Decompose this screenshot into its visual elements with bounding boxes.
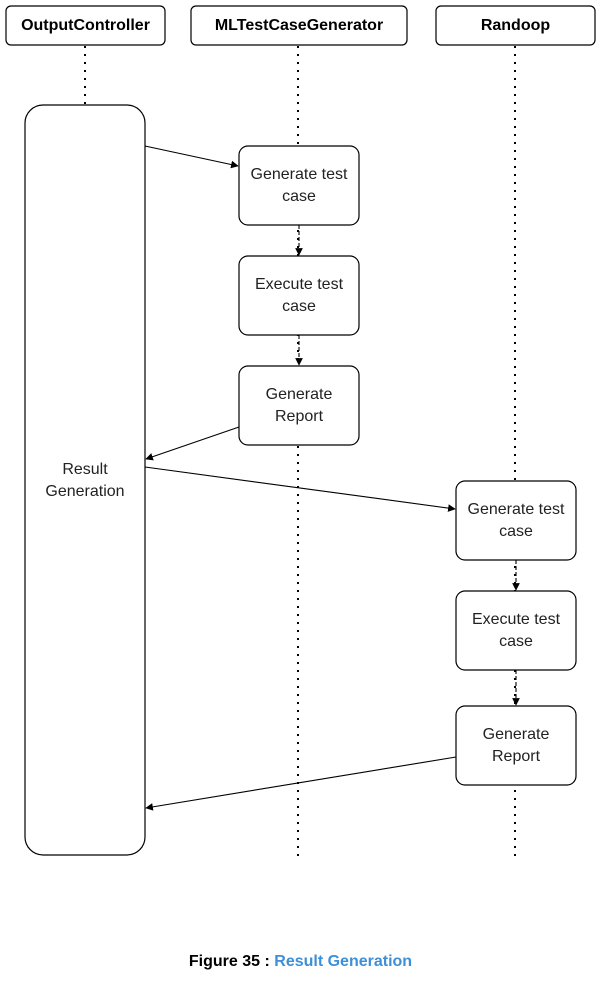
lifeline-header-randoop: Randoop [435, 5, 596, 46]
randoop-step-generate-report: Generate Report [455, 705, 577, 786]
randoop-step-execute-test-case: Execute test case [455, 590, 577, 671]
arrow-ml-report-to-output [145, 426, 240, 461]
step-label-line2: case [282, 188, 316, 205]
ml-step-generate-report: Generate Report [238, 365, 360, 446]
arrow-to-randoop-generate [144, 466, 456, 512]
ml-step-generate-test-case: Generate test case [238, 145, 360, 226]
activation-label-line2: Generation [45, 483, 124, 500]
lifeline-header-output-controller: OutputController [5, 5, 166, 46]
step-label-line2: case [499, 523, 533, 540]
arrow-randoop-report-to-output [145, 756, 457, 811]
step-label-line1: Generate [266, 386, 333, 403]
figure-caption: Figure 35 : Result Generation [0, 953, 601, 971]
lifeline-label: OutputController [21, 17, 150, 34]
caption-prefix: Figure 35 : [188, 953, 275, 970]
lifeline-header-ml-test-case-generator: MLTestCaseGenerator [190, 5, 408, 46]
step-label-line1: Execute test [255, 276, 344, 293]
step-label-line2: Report [492, 748, 541, 765]
step-label-line1: Generate test [468, 501, 566, 518]
activation-label-line1: Result [62, 461, 108, 478]
step-label-line2: case [282, 298, 316, 315]
lifeline-label: Randoop [481, 17, 551, 34]
step-label-line1: Generate test [251, 166, 349, 183]
step-label-line1: Execute test [472, 611, 561, 628]
lifeline-label: MLTestCaseGenerator [215, 17, 383, 34]
ml-step-execute-test-case: Execute test case [238, 255, 360, 336]
step-label-line2: Report [275, 408, 324, 425]
activation-result-generation: Result Generation [24, 104, 146, 856]
step-label-line1: Generate [483, 726, 550, 743]
step-label-line2: case [499, 633, 533, 650]
caption-title: Result Generation [274, 953, 413, 970]
arrow-to-ml-generate [144, 145, 239, 169]
sequence-diagram: OutputController MLTestCaseGenerator Ran… [5, 5, 596, 858]
randoop-step-generate-test-case: Generate test case [455, 480, 577, 561]
